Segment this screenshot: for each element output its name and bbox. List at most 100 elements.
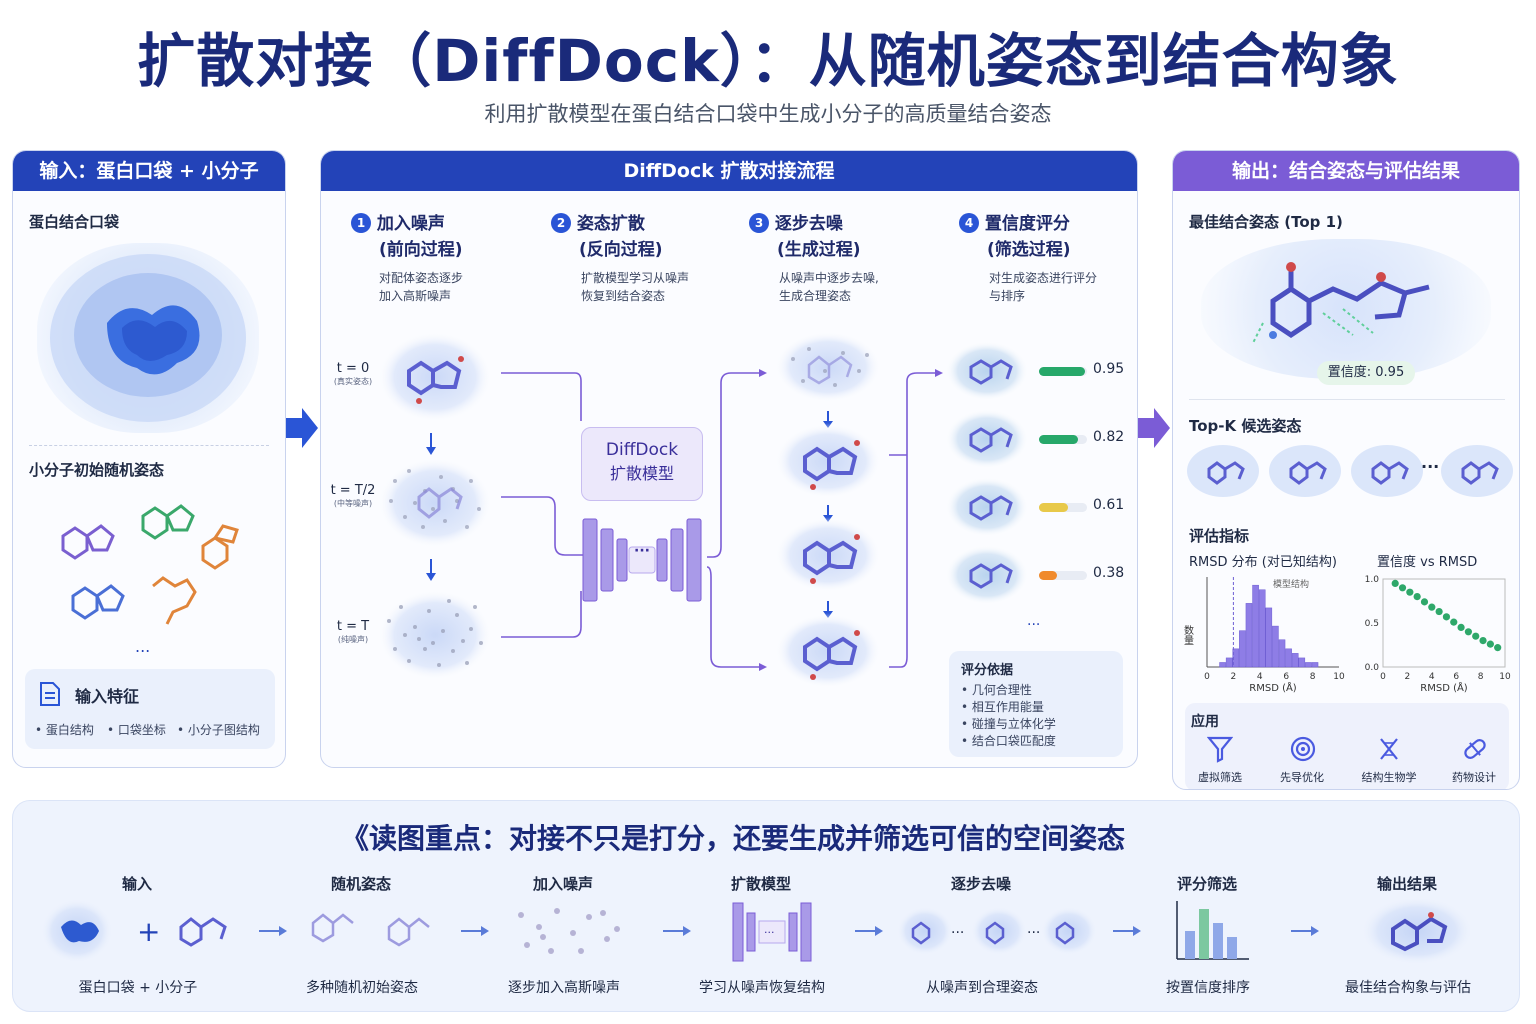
denoise-to-score-connectors <box>889 369 943 668</box>
hist-bar <box>1265 607 1273 668</box>
svg-text:···: ··· <box>1027 925 1040 941</box>
step-3-desc: 从噪声中逐步去噪, 生成合理姿态 <box>779 269 879 305</box>
criteria-title: 评分依据 <box>961 663 1014 678</box>
feature-item: • 小分子图结构 <box>177 723 260 737</box>
score-value: 0.82 <box>1093 429 1125 445</box>
hist-bar <box>1311 662 1319 668</box>
best-pose-title: 最佳结合姿态 (Top 1) <box>1189 213 1343 231</box>
page-title: 扩散对接（DiffDock）：从随机姿态到结合构象 <box>137 27 1399 95</box>
document-icon <box>40 682 60 706</box>
features-title: 输入特征 <box>75 687 140 706</box>
score-bar <box>1039 503 1087 512</box>
step-1-subtitle: (前向过程) <box>379 240 463 260</box>
step-2-desc: 扩散模型学习从噪声 恢复到结合姿态 <box>581 269 689 305</box>
step-2-desc-line: 恢复到结合姿态 <box>581 289 666 303</box>
score-bar-fill <box>1039 435 1079 444</box>
scatter-y-tick: 1.0 <box>1365 575 1380 585</box>
hist-y-label: 数量 <box>1183 624 1194 645</box>
step-2-number: 2 <box>551 213 571 233</box>
scatter-point <box>1406 588 1414 596</box>
app-label: 先导优化 <box>1280 771 1324 784</box>
pipeline-step-label: 随机姿态 <box>330 875 391 893</box>
metrics-title: 评估指标 <box>1189 527 1250 545</box>
step-4-desc-line: 对生成姿态进行评分 <box>989 271 1098 285</box>
step-4-subtitle: (筛选过程) <box>987 240 1071 260</box>
scatter-point <box>1457 623 1465 631</box>
dna-icon <box>1380 738 1398 760</box>
time-label-thalf: t = T/2 (中等噪声) <box>325 483 381 509</box>
pipeline-step-caption: 最佳结合构象与评估 <box>1345 980 1471 996</box>
time-label-t0: t = 0 (真实姿态) <box>325 361 381 387</box>
step-3-desc-line: 生成合理姿态 <box>779 289 852 303</box>
hist-bar <box>1305 662 1312 668</box>
model-to-denoise-connectors <box>706 369 767 671</box>
score-value: 0.95 <box>1093 361 1125 377</box>
hist-tick-label: 10 <box>1333 672 1345 682</box>
step-3-title: 3 逐步去噪 (生成过程) <box>749 211 861 263</box>
step-2-subtitle: (反向过程) <box>579 240 663 260</box>
step-4-title: 4 置信度评分 (筛选过程) <box>959 211 1071 263</box>
scatter-x-tick: 8 <box>1478 672 1484 682</box>
criteria-item: • 结合口袋匹配度 <box>961 734 1056 748</box>
scatter-point <box>1464 628 1472 636</box>
scatter-point <box>1472 632 1480 640</box>
unet-model-graphic <box>582 518 702 602</box>
app-label: 虚拟筛选 <box>1198 771 1242 784</box>
pipeline-step-caption: 多种随机初始姿态 <box>306 980 418 996</box>
filter-icon <box>1207 736 1233 763</box>
input-panel: 输入：蛋白口袋 + 小分子 蛋白结合口袋 小分子初始随机姿态 ··· ... 输… <box>12 150 286 768</box>
step-2-name: 姿态扩散 <box>576 214 645 234</box>
hist-bar <box>1232 648 1240 668</box>
time-label-note: (真实姿态) <box>333 377 373 386</box>
topk-title: Top-K 候选姿态 <box>1189 417 1302 435</box>
hist-tick-label: 4 <box>1257 672 1263 682</box>
topk-ellipsis: ··· <box>1421 457 1440 476</box>
svg-text:···: ··· <box>764 926 775 939</box>
scatter-frame <box>1382 578 1506 668</box>
rmsd-chart-title: RMSD 分布 (对已知结构) <box>1189 555 1337 570</box>
unet-dots: ··· <box>634 543 650 559</box>
topk-poses-graphic <box>1187 445 1513 497</box>
hist-bar <box>1239 630 1246 668</box>
step-3-name: 逐步去噪 <box>774 214 843 234</box>
criteria-item: • 几何合理性 <box>961 683 1032 697</box>
step-1-number: 1 <box>351 213 371 233</box>
time-label-tT: t = T (纯噪声) <box>325 619 381 645</box>
apps-title: 应用 <box>1191 714 1219 730</box>
pipeline-step-caption: 逐步加入高斯噪声 <box>508 980 620 996</box>
svg-text:+: + <box>137 915 160 948</box>
input-panel-header: 输入：蛋白口袋 + 小分子 <box>13 151 285 191</box>
page-subtitle: 利用扩散模型在蛋白结合口袋中生成小分子的高质量结合姿态 <box>484 102 1052 126</box>
time-label-text: t = T/2 <box>330 483 376 498</box>
scatter-point <box>1442 613 1451 621</box>
applications-box: 应用 虚拟筛选 先导优化 结构生物学 药物设计 <box>1185 703 1509 789</box>
step-1-title: 1 加入噪声 (前向过程) <box>351 211 463 263</box>
pocket-title: 蛋白结合口袋 <box>29 213 120 231</box>
scatter-x-tick: 10 <box>1499 672 1511 682</box>
time-label-note: (中等噪声) <box>333 499 373 508</box>
step-4-desc: 对生成姿态进行评分 与排序 <box>989 269 1097 305</box>
step-1-desc-line: 对配体姿态逐步 <box>379 271 464 285</box>
key-points-panel: 《读图重点：对接不只是打分，还要生成并筛选可信的空间姿态 输入 随机姿态 加入噪… <box>12 800 1520 1012</box>
scatter-point <box>1435 607 1443 616</box>
scored-poses-graphic <box>945 341 1029 605</box>
pipeline-step-label: 输出结果 <box>1376 875 1437 893</box>
scatter-point <box>1398 584 1407 592</box>
step-1-name: 加入噪声 <box>376 214 445 234</box>
pipeline-step-caption: 从噪声到合理姿态 <box>926 980 1038 996</box>
score-value: 0.61 <box>1093 497 1125 513</box>
pocket-core-graphic <box>50 254 246 422</box>
forward-process-graphic <box>377 331 493 681</box>
pill-icon <box>1464 739 1486 759</box>
score-bar <box>1039 367 1087 376</box>
target-icon <box>1290 736 1316 762</box>
hist-bar <box>1245 603 1253 668</box>
score-bar <box>1039 571 1087 580</box>
scatter-point <box>1486 640 1494 648</box>
hist-bar <box>1291 653 1299 668</box>
scores-ellipsis: ... <box>1027 613 1041 629</box>
output-panel-header: 输出：结合姿态与评估结果 <box>1173 151 1519 191</box>
best-pose-image <box>1201 239 1491 379</box>
hist-tick-label: 8 <box>1310 672 1316 682</box>
